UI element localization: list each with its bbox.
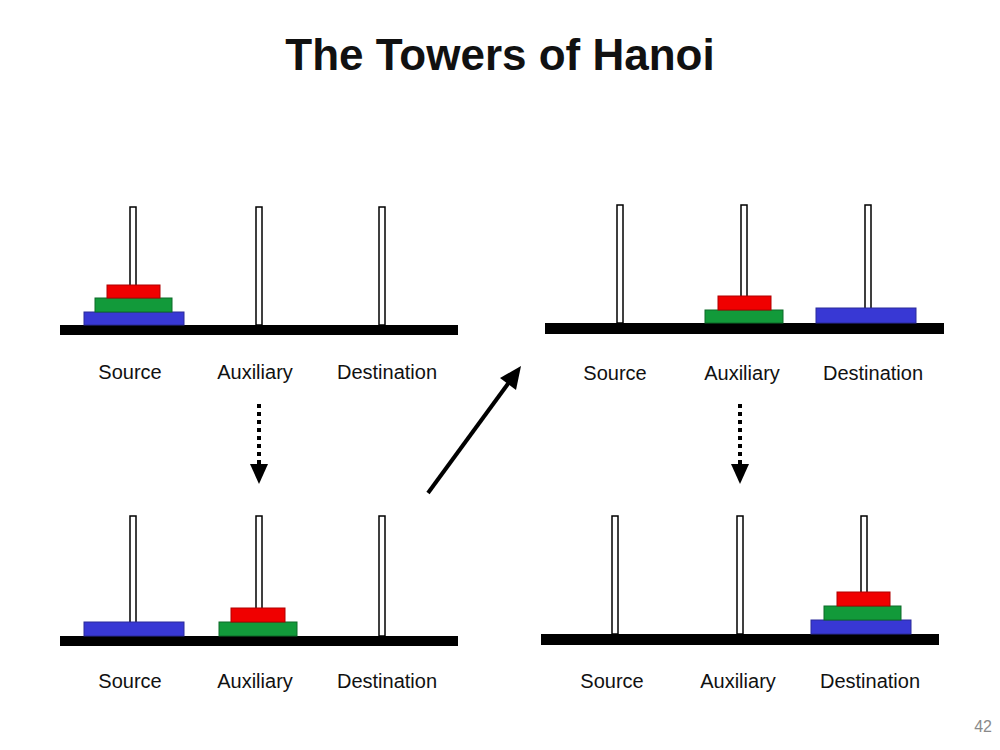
panel-start: [60, 207, 458, 335]
step-arrow: [731, 404, 749, 484]
page-number: 42: [974, 717, 992, 737]
panel-final: [541, 516, 939, 645]
peg-label: Destination: [337, 669, 437, 693]
peg-label: Auxiliary: [704, 361, 780, 385]
peg-label: Destination: [823, 361, 923, 385]
peg-label: Auxiliary: [217, 669, 293, 693]
peg-label: Auxiliary: [700, 669, 776, 693]
slide-title: The Towers of Hanoi: [0, 28, 1000, 82]
peg-label: Source: [583, 361, 646, 385]
peg-label: Destination: [337, 360, 437, 384]
step-arrow: [428, 366, 521, 493]
peg-label: Auxiliary: [217, 360, 293, 384]
step-arrow: [250, 404, 268, 484]
panel-step-one: [60, 516, 458, 646]
peg-label: Destination: [820, 669, 920, 693]
peg-label: Source: [98, 669, 161, 693]
panel-step-two: [545, 205, 944, 334]
peg-label: Source: [580, 669, 643, 693]
peg-label: Source: [98, 360, 161, 384]
